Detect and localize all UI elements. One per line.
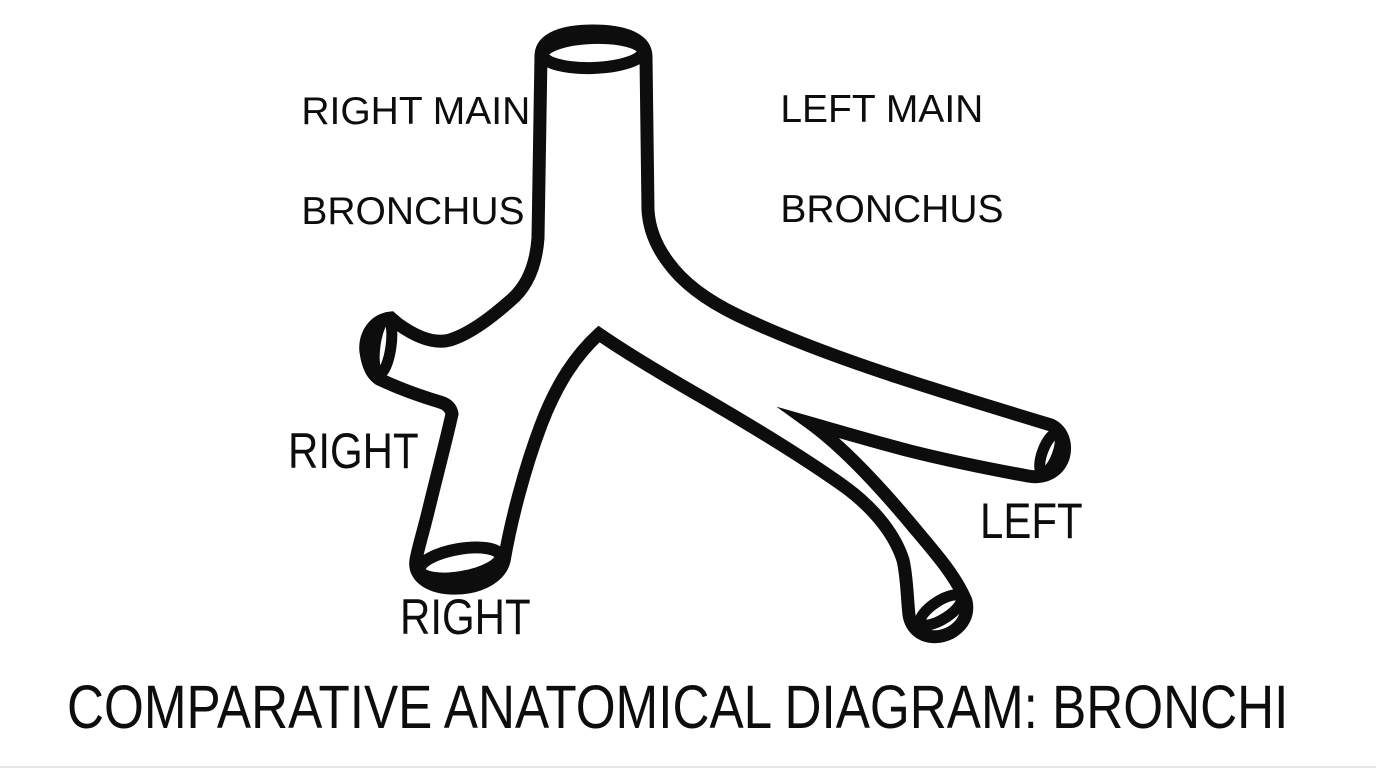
trachea-opening-rim <box>537 31 649 75</box>
label-right-lower-branch: RIGHT <box>400 589 531 645</box>
label-right-upper-branch: RIGHT <box>288 423 419 479</box>
left-lower-branch-opening-rim <box>914 589 968 631</box>
bronchial-tree-outline <box>359 24 1071 644</box>
label-left-lower-branch: LEFT <box>980 493 1083 549</box>
right-lower-branch-opening-rim <box>413 541 507 585</box>
left-main-branch-opening-rim <box>1034 427 1066 479</box>
label-right-main-bronchus: RIGHT MAIN BRONCHUS <box>258 37 530 287</box>
label-right-main-bronchus-line1: RIGHT MAIN <box>301 90 531 133</box>
diagram-title: COMPARATIVE ANATOMICAL DIAGRAM: BRONCHI <box>67 673 1289 741</box>
label-left-main-bronchus-line1: LEFT MAIN <box>780 88 984 131</box>
label-left-main-bronchus-line2: BRONCHUS <box>780 188 1004 231</box>
right-upper-branch-opening-rim <box>368 312 398 380</box>
bottom-edge-line <box>0 766 1376 768</box>
label-right-main-bronchus-line2: BRONCHUS <box>301 190 525 233</box>
label-left-main-bronchus: LEFT MAIN BRONCHUS <box>737 35 1004 285</box>
